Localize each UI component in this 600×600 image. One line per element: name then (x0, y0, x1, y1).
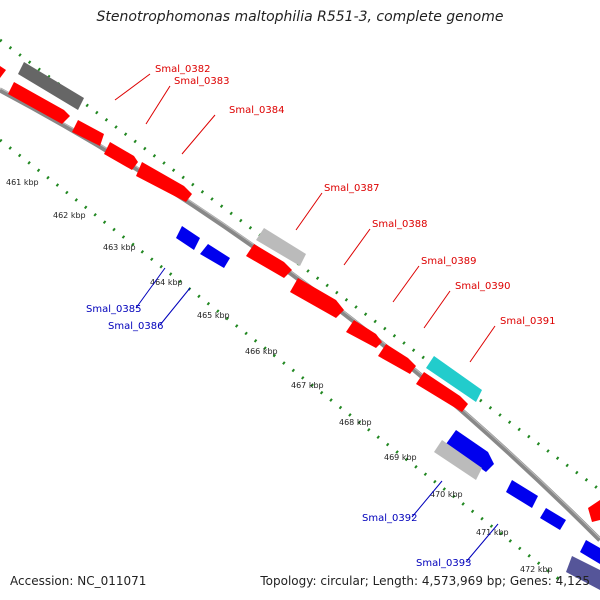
gene-grey-387[interactable] (256, 228, 306, 266)
leader-line (159, 287, 191, 326)
kbp-label: 462 kbp (53, 211, 86, 220)
kbp-label: 470 kbp (430, 490, 463, 499)
leader-line (411, 480, 443, 518)
gene-smal-0393[interactable] (506, 480, 538, 508)
tick-row-inner (0, 138, 561, 582)
map-title: Stenotrophomonas maltophilia R551-3, com… (96, 9, 504, 25)
tick-row-outer (0, 38, 600, 492)
gene-label-forward[interactable]: Smal_0391 (500, 316, 555, 327)
leader-line (135, 267, 166, 309)
gene-red-4[interactable] (136, 162, 192, 202)
gene-smal-0383[interactable] (8, 82, 70, 124)
leader-line (343, 228, 371, 266)
gene-labels: Smal_0382Smal_0383Smal_0384Smal_0387Smal… (86, 64, 555, 569)
gene-smal-0384b[interactable] (104, 142, 138, 170)
leader-line (465, 523, 499, 563)
leader-line (295, 192, 323, 231)
gene-red-end[interactable] (588, 500, 600, 522)
gene-smal-0382[interactable] (0, 66, 6, 78)
topology-summary: Topology: circular; Length: 4,573,969 bp… (260, 574, 590, 588)
gene-smal-0387[interactable] (246, 244, 292, 278)
leader-line (392, 265, 420, 303)
kbp-label: 464 kbp (150, 278, 183, 287)
gene-rev-2[interactable] (540, 508, 566, 530)
gene-smal-0386[interactable] (200, 244, 230, 268)
gene-smal-0389[interactable] (346, 320, 382, 348)
kbp-label: 472 kbp (520, 565, 553, 574)
leader-line (114, 73, 151, 101)
gene-smal-0388[interactable] (290, 278, 344, 318)
leader-line (181, 114, 216, 155)
kbp-label: 466 kbp (245, 347, 278, 356)
gene-label-forward[interactable]: Smal_0387 (324, 183, 379, 194)
gene-dark[interactable] (18, 62, 84, 110)
gene-rev-3[interactable] (580, 540, 600, 564)
kbp-label: 465 kbp (197, 311, 230, 320)
kbp-label: 471 kbp (476, 528, 509, 537)
leader-line (145, 85, 171, 125)
kbp-labels: 461 kbp 462 kbp 463 kbp 464 kbp 465 kbp 466 k… (6, 178, 553, 574)
gene-label-reverse[interactable]: Smal_0385 (86, 304, 141, 315)
gene-leaders (114, 73, 499, 563)
gene-grey-392[interactable] (434, 440, 482, 480)
gene-label-forward[interactable]: Smal_0382 (155, 64, 210, 75)
gene-label-forward[interactable]: Smal_0388 (372, 219, 427, 230)
kbp-label: 468 kbp (339, 418, 372, 427)
gene-label-reverse[interactable]: Smal_0386 (108, 321, 163, 332)
accession-label: Accession: NC_011071 (10, 574, 147, 588)
leader-line (423, 290, 451, 329)
kbp-label: 469 kbp (384, 453, 417, 462)
gene-smal-0385[interactable] (176, 226, 200, 250)
kbp-label: 463 kbp (103, 243, 136, 252)
kbp-label: 467 kbp (291, 381, 324, 390)
gene-smal-0392[interactable] (446, 430, 494, 472)
gene-label-forward[interactable]: Smal_0384 (229, 105, 284, 116)
gene-smal-0390[interactable] (378, 344, 416, 374)
gene-label-forward[interactable]: Smal_0389 (421, 256, 476, 267)
gene-label-reverse[interactable]: Smal_0392 (362, 513, 417, 524)
gene-label-forward[interactable]: Smal_0383 (174, 76, 229, 87)
leader-line (469, 325, 496, 363)
gene-smal-0391[interactable] (416, 372, 468, 412)
gene-rev-4[interactable] (566, 556, 600, 590)
gene-label-reverse[interactable]: Smal_0393 (416, 558, 471, 569)
gene-label-forward[interactable]: Smal_0390 (455, 281, 510, 292)
kbp-label: 461 kbp (6, 178, 39, 187)
gene-smal-0384[interactable] (72, 120, 104, 146)
gene-cyan[interactable] (426, 356, 482, 402)
